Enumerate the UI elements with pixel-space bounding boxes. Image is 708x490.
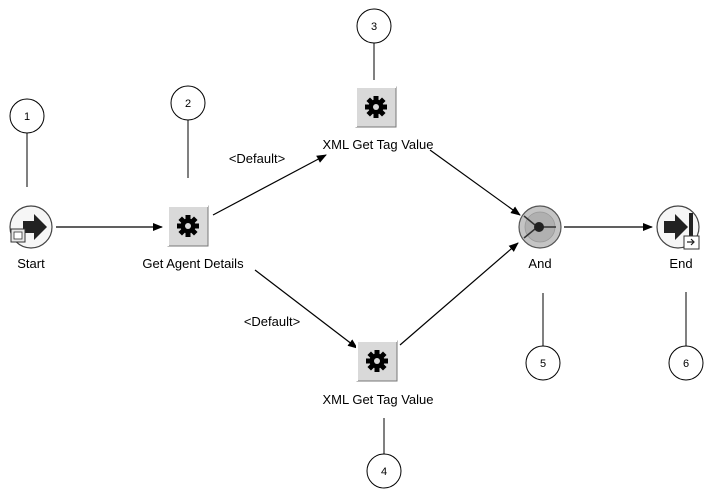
callout-number-2: 2 bbox=[185, 98, 191, 110]
edge-get-agent-to-xml-bottom bbox=[254, 269, 358, 349]
xml-get-tag-value-bottom-label: XML Get Tag Value bbox=[322, 392, 433, 407]
end-arrow-icon bbox=[656, 205, 700, 250]
edge-get-agent-to-xml-top bbox=[212, 154, 327, 216]
end-node[interactable]: End bbox=[656, 205, 700, 271]
edge-label-default-bottom: <Default> bbox=[244, 314, 300, 329]
start-label: Start bbox=[17, 256, 45, 271]
and-join-icon bbox=[518, 205, 562, 249]
callout-4: 4 bbox=[366, 453, 402, 489]
transitions bbox=[56, 149, 653, 349]
get-agent-details-label: Get Agent Details bbox=[142, 256, 244, 271]
edge-label-default-top: <Default> bbox=[229, 151, 285, 166]
gear-icon bbox=[167, 205, 209, 247]
callout-number-5: 5 bbox=[540, 358, 546, 370]
xml-get-tag-value-top-label: XML Get Tag Value bbox=[322, 137, 433, 152]
callout-6: 6 bbox=[668, 345, 704, 381]
callout-1: 1 bbox=[9, 98, 45, 134]
edge-xml-top-to-and bbox=[429, 149, 521, 216]
callout-5: 5 bbox=[525, 345, 561, 381]
callout-2: 2 bbox=[170, 85, 206, 121]
callout-lines bbox=[26, 43, 687, 454]
and-label: And bbox=[528, 256, 551, 271]
callout-number-6: 6 bbox=[683, 358, 689, 370]
callout-number-1: 1 bbox=[24, 111, 30, 123]
gear-icon bbox=[356, 340, 398, 382]
gear-icon bbox=[355, 86, 397, 128]
start-arrow-icon bbox=[9, 205, 53, 249]
xml-get-tag-value-top-node[interactable]: XML Get Tag Value bbox=[322, 86, 434, 152]
edge-xml-bottom-to-and bbox=[399, 242, 519, 346]
start-node[interactable]: Start bbox=[9, 205, 53, 271]
end-label: End bbox=[669, 256, 692, 271]
get-agent-details-node[interactable]: Get Agent Details bbox=[142, 205, 244, 271]
callout-3: 3 bbox=[356, 8, 392, 44]
callout-number-3: 3 bbox=[371, 21, 377, 33]
callout-number-4: 4 bbox=[381, 466, 387, 478]
xml-get-tag-value-bottom-node[interactable]: XML Get Tag Value bbox=[322, 340, 434, 407]
and-node[interactable]: And bbox=[518, 205, 562, 271]
